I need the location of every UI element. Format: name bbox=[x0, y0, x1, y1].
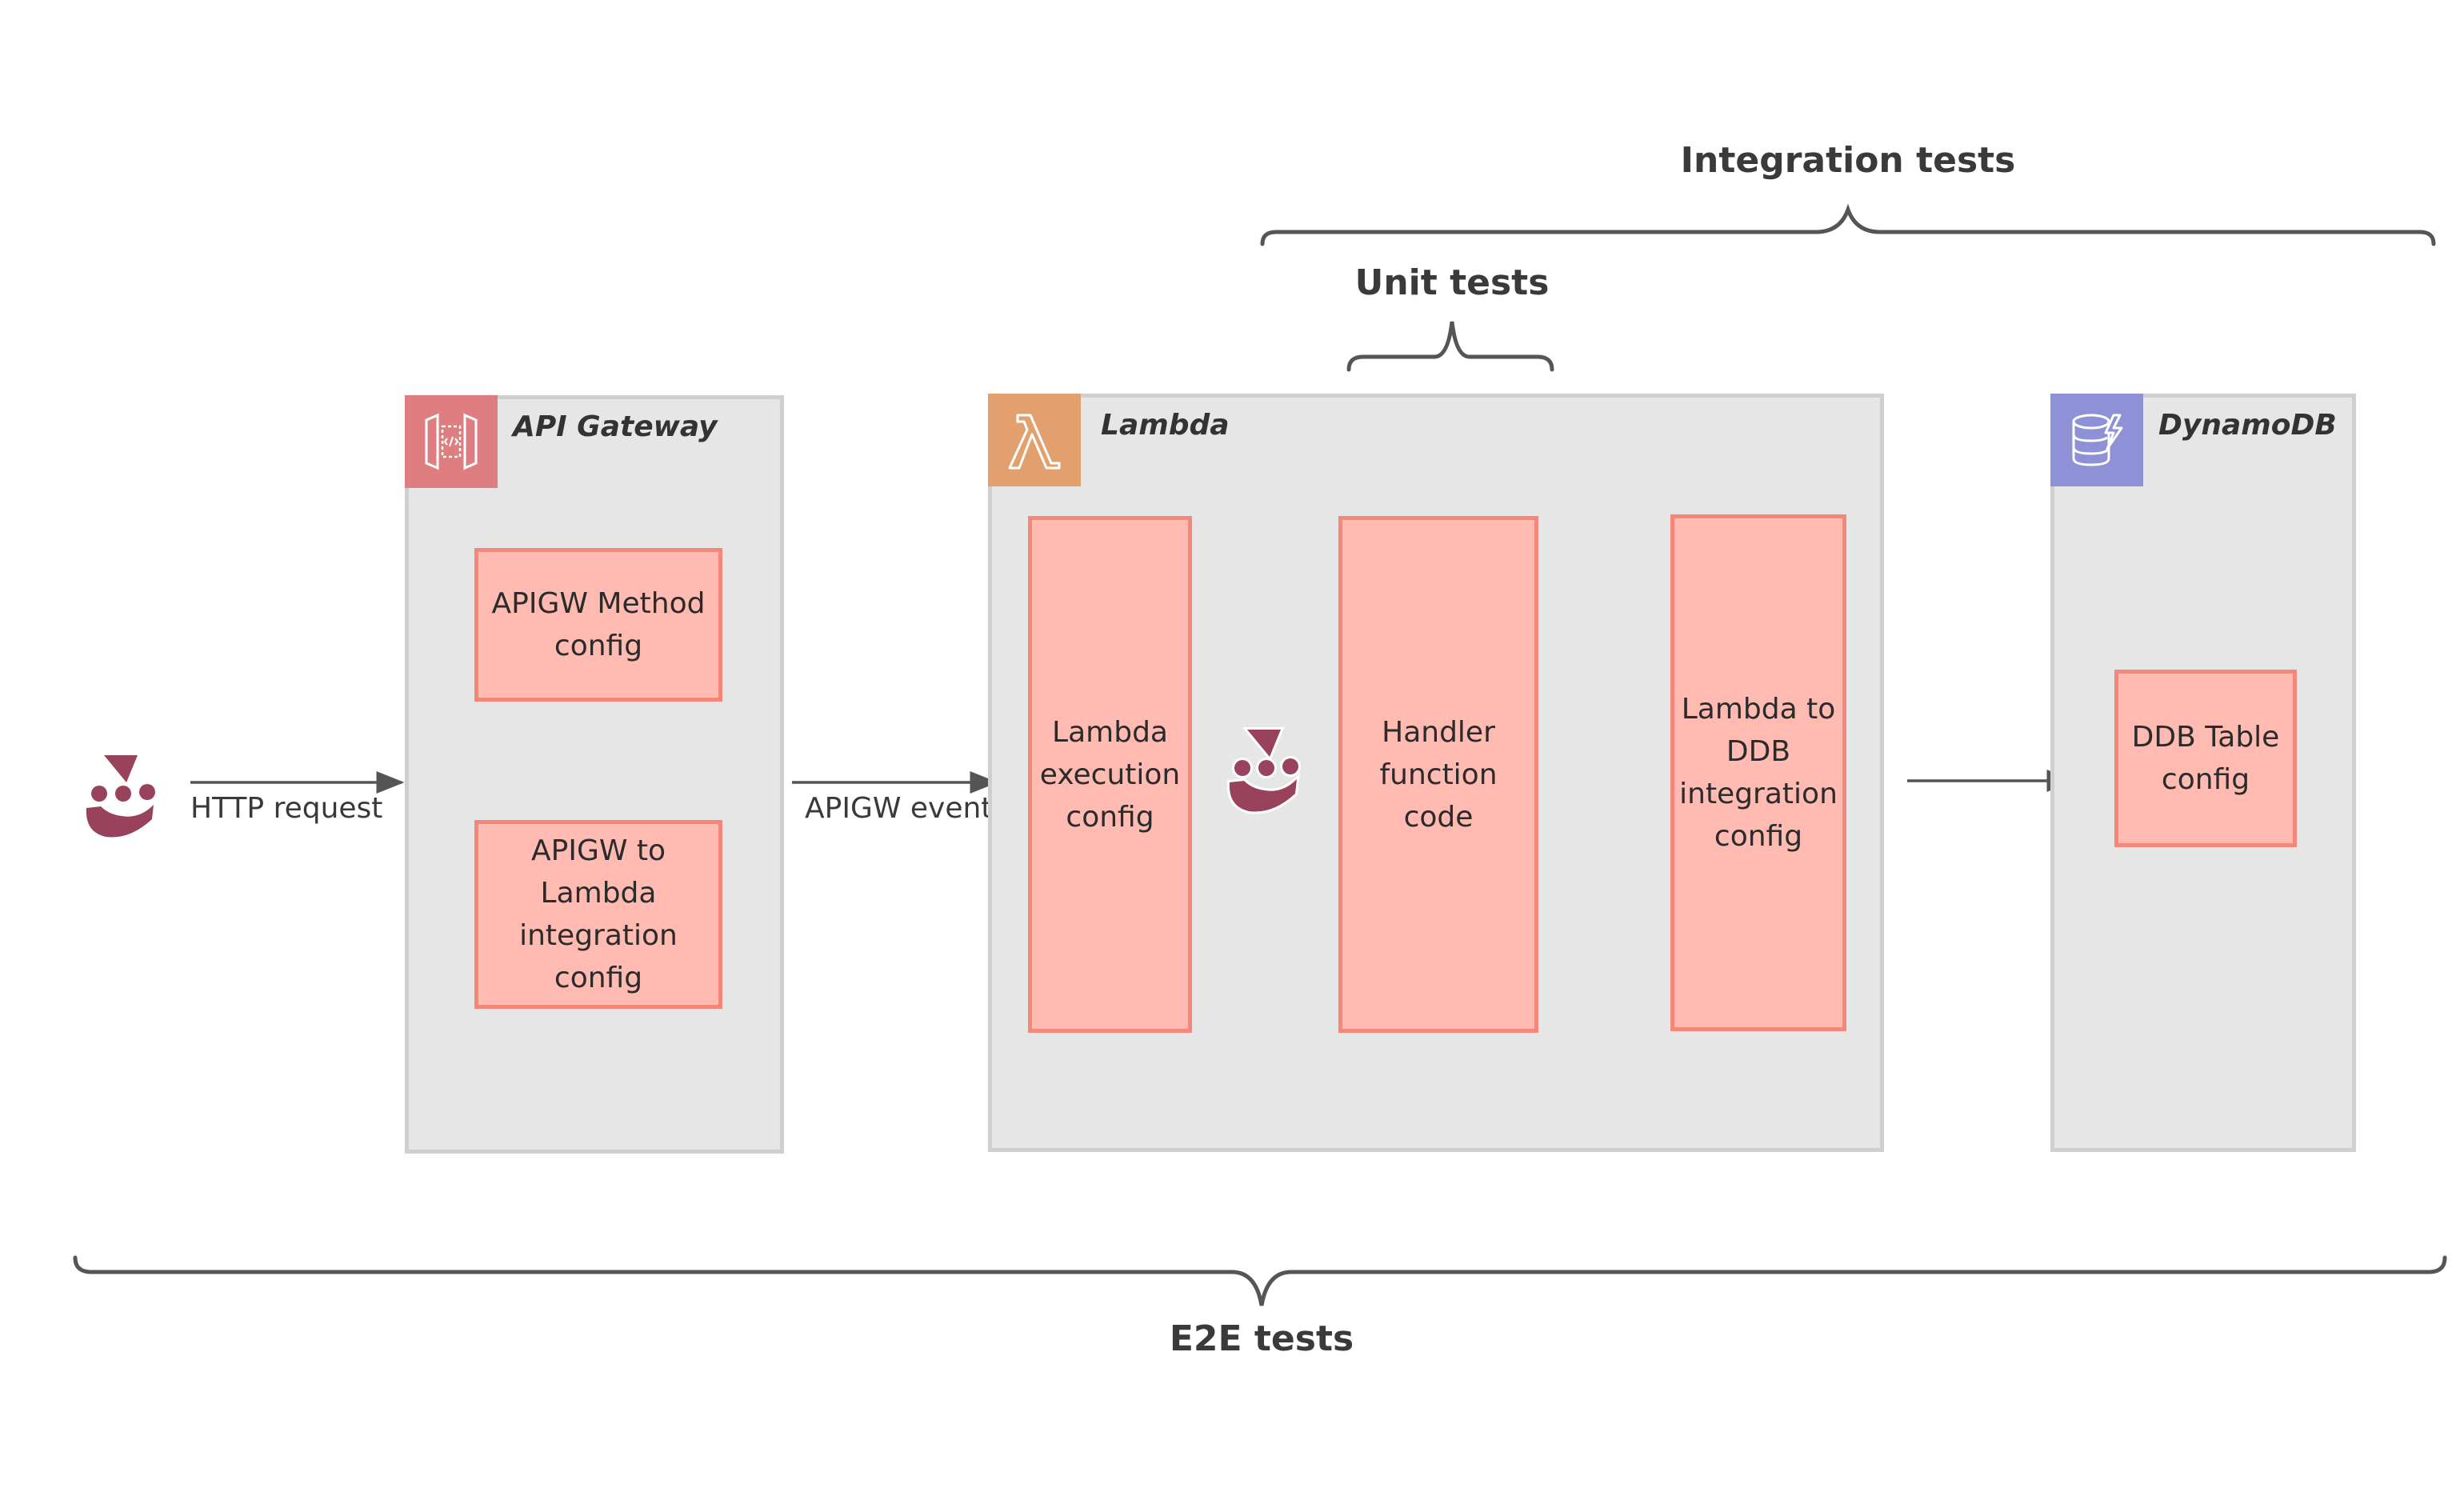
api-gateway-icon bbox=[405, 395, 498, 488]
api-gateway-title: API Gateway bbox=[513, 410, 718, 443]
jest-icon bbox=[83, 753, 158, 840]
unit-tests-label: Unit tests bbox=[1354, 262, 1550, 303]
http-request-label: HTTP request bbox=[190, 792, 383, 825]
lambda-container: Lambda Lambda execution config Handler f… bbox=[988, 394, 1884, 1152]
lambda-title: Lambda bbox=[1101, 409, 1230, 442]
apigw-method-config-box: APIGW Method config bbox=[474, 548, 722, 702]
e2e-tests-label: E2E tests bbox=[1169, 1318, 1354, 1359]
lambda-ddb-integration-config-box: Lambda to DDB integration config bbox=[1670, 514, 1846, 1031]
lambda-execution-config-box: Lambda execution config bbox=[1028, 516, 1192, 1033]
jest-icon bbox=[1226, 727, 1301, 814]
apigw-event-label: APIGW event bbox=[805, 792, 993, 825]
ddb-table-config-box: DDB Table config bbox=[2114, 670, 2297, 847]
handler-function-code-box: Handler function code bbox=[1338, 516, 1538, 1033]
dynamodb-title: DynamoDB bbox=[2158, 409, 2337, 442]
e2e-tests-bracket bbox=[73, 1255, 2447, 1306]
lambda-icon bbox=[988, 394, 1081, 486]
unit-tests-bracket bbox=[1346, 321, 1554, 372]
integration-tests-bracket bbox=[1260, 203, 2436, 246]
api-gateway-container: API Gateway APIGW Method config APIGW to… bbox=[405, 395, 784, 1154]
apigw-lambda-integration-config-box: APIGW to Lambda integration config bbox=[474, 820, 722, 1009]
dynamodb-container: DynamoDB DDB Table config bbox=[2050, 394, 2356, 1152]
integration-tests-label: Integration tests bbox=[1680, 140, 2016, 181]
dynamodb-icon bbox=[2050, 394, 2143, 486]
